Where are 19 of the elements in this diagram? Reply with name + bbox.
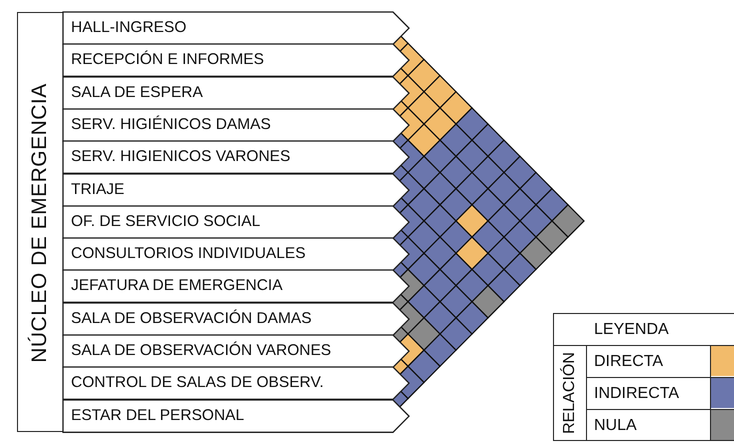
row-label: SERV. HIGIENICOS VARONES (71, 148, 290, 166)
legend-title: LEYENDA (594, 321, 669, 339)
legend-label: NULA (594, 417, 637, 435)
axis-label: RELACIÓN (561, 352, 579, 434)
row-label: SALA DE OBSERVACIÓN VARONES (71, 342, 332, 360)
row-label: TRIAJE (71, 180, 124, 198)
row-label: SERV. HIGIÉNICOS DAMAS (71, 116, 271, 134)
row-label: SALA DE ESPERA (71, 84, 203, 102)
group-title: NÚCLEO DE EMERGENCIA (28, 83, 52, 363)
row-label: ESTAR DEL PERSONAL (71, 406, 244, 425)
row-label: SALA DE OBSERVACIÓN DAMAS (71, 310, 312, 328)
row-label: HALL-INGRESO (71, 19, 186, 37)
legend-label: INDIRECTA (594, 385, 680, 403)
row-label: CONTROL DE SALAS DE OBSERV. (71, 374, 324, 392)
row-label: RECEPCIÓN E INFORMES (71, 51, 264, 70)
legend-label: DIRECTA (594, 353, 664, 371)
row-label: OF. DE SERVICIO SOCIAL (71, 212, 260, 231)
row-label: JEFATURA DE EMERGENCIA (71, 277, 283, 296)
row-label: CONSULTORIOS INDIVIDUALES (71, 245, 306, 264)
